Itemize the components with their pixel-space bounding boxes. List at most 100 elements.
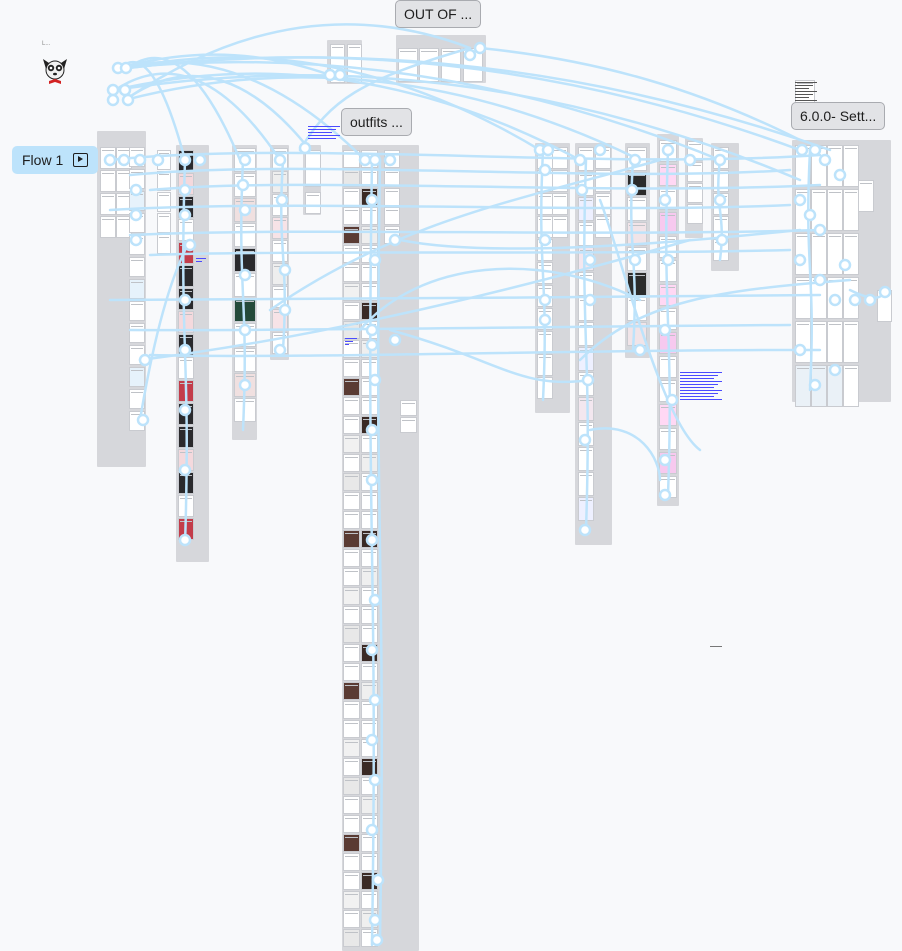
connection-node[interactable] [538, 233, 552, 247]
connection-node[interactable] [828, 293, 842, 307]
connection-line[interactable] [123, 76, 642, 162]
connection-line[interactable] [807, 148, 813, 392]
connection-node[interactable] [581, 373, 595, 387]
connection-line[interactable] [126, 56, 832, 152]
screen-frame[interactable] [100, 170, 116, 192]
connection-node[interactable] [625, 183, 639, 197]
connection-node[interactable] [593, 143, 607, 157]
connection-node[interactable] [683, 153, 697, 167]
screen-frame[interactable] [843, 365, 859, 407]
screen-frame[interactable] [858, 180, 874, 212]
screen-frame[interactable] [343, 549, 360, 567]
connection-node[interactable] [238, 268, 252, 282]
connection-line[interactable] [113, 72, 582, 162]
connection-line[interactable] [118, 53, 332, 77]
connection-line[interactable] [126, 56, 542, 152]
connection-node[interactable] [665, 393, 679, 407]
connection-line[interactable] [148, 348, 822, 358]
connection-node[interactable] [129, 208, 143, 222]
connection-node[interactable] [178, 183, 192, 197]
connection-node[interactable] [106, 93, 120, 107]
connection-node[interactable] [370, 933, 384, 947]
screen-frame[interactable] [343, 834, 360, 852]
connection-line[interactable] [578, 278, 852, 362]
connection-node[interactable] [818, 153, 832, 167]
screen-frame[interactable] [361, 511, 378, 529]
connection-node[interactable] [575, 183, 589, 197]
connection-node[interactable] [106, 83, 120, 97]
connection-line[interactable] [108, 293, 822, 302]
connection-line[interactable] [113, 74, 802, 182]
screen-frame[interactable] [343, 568, 360, 586]
connection-node[interactable] [538, 293, 552, 307]
connection-node[interactable] [793, 343, 807, 357]
screen-frame[interactable] [578, 397, 594, 421]
connection-node[interactable] [658, 488, 672, 502]
screen-frame[interactable] [343, 663, 360, 681]
screen-frame[interactable] [178, 311, 194, 333]
connection-node[interactable] [358, 153, 372, 167]
connection-node[interactable] [583, 293, 597, 307]
connection-node[interactable] [628, 253, 642, 267]
connection-node[interactable] [365, 733, 379, 747]
screen-frame[interactable] [343, 416, 360, 434]
connection-line[interactable] [123, 23, 472, 102]
connection-node[interactable] [136, 413, 150, 427]
connection-node[interactable] [848, 293, 862, 307]
screen-frame[interactable] [343, 359, 360, 377]
screen-frame[interactable] [843, 145, 859, 187]
connection-node[interactable] [365, 823, 379, 837]
connection-line[interactable] [583, 158, 589, 532]
connection-node[interactable] [813, 223, 827, 237]
connection-node[interactable] [658, 323, 672, 337]
screen-frame[interactable] [578, 447, 594, 471]
connection-node[interactable] [578, 433, 592, 447]
connection-node[interactable] [365, 338, 379, 352]
connection-node[interactable] [368, 593, 382, 607]
connection-node[interactable] [793, 253, 807, 267]
screen-frame[interactable] [234, 223, 256, 247]
connection-node[interactable] [838, 258, 852, 272]
screen-frame[interactable] [343, 929, 360, 947]
screen-frame[interactable] [400, 417, 417, 433]
connection-node[interactable] [368, 913, 382, 927]
connection-node[interactable] [138, 353, 152, 367]
connection-line[interactable] [128, 167, 792, 177]
screen-frame[interactable] [361, 549, 378, 567]
screen-frame[interactable] [343, 739, 360, 757]
screen-frame[interactable] [552, 193, 568, 215]
flow-start-button[interactable]: Flow 1 [12, 146, 98, 174]
screen-frame[interactable] [343, 777, 360, 795]
screen-frame[interactable] [343, 454, 360, 472]
screen-frame[interactable] [343, 530, 360, 548]
screen-frame[interactable] [343, 587, 360, 605]
screen-frame[interactable] [129, 257, 145, 277]
connection-line[interactable] [358, 267, 642, 332]
connection-node[interactable] [803, 208, 817, 222]
screen-frame[interactable] [343, 758, 360, 776]
connection-line[interactable] [126, 56, 242, 162]
screen-frame[interactable] [343, 891, 360, 909]
connection-node[interactable] [713, 153, 727, 167]
connection-line[interactable] [598, 198, 702, 452]
connection-node[interactable] [121, 93, 135, 107]
connection-node[interactable] [793, 193, 807, 207]
section-label-outfits[interactable]: outfits ... [341, 108, 412, 136]
screen-frame[interactable] [343, 815, 360, 833]
connection-node[interactable] [473, 41, 487, 55]
connection-node[interactable] [119, 61, 133, 75]
connection-node[interactable] [275, 193, 289, 207]
connection-line[interactable] [665, 148, 671, 497]
connection-node[interactable] [833, 168, 847, 182]
screen-frame[interactable] [343, 264, 360, 282]
screen-frame[interactable] [343, 853, 360, 871]
screen-frame[interactable] [361, 492, 378, 510]
screen-frame[interactable] [178, 265, 194, 287]
connection-node[interactable] [368, 253, 382, 267]
screen-frame[interactable] [687, 204, 703, 224]
connection-node[interactable] [236, 178, 250, 192]
connection-node[interactable] [388, 333, 402, 347]
connection-line[interactable] [148, 248, 792, 257]
connection-node[interactable] [463, 48, 477, 62]
connection-node[interactable] [365, 533, 379, 547]
